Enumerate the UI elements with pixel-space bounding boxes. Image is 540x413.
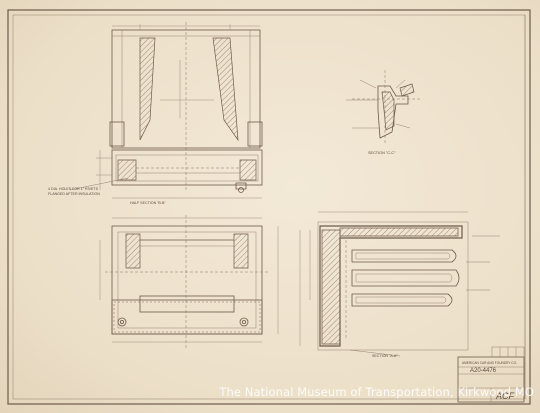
rivet-note-line-1: 4 DIA. HOLES FOR 1" RIVETS	[48, 187, 99, 191]
rivet-note-line-2: FLANGED AFTER INSULATION	[48, 192, 100, 196]
drawing-number: A20-4476	[470, 368, 497, 374]
museum-watermark: The National Museum of Transportation, K…	[219, 385, 534, 399]
title-block-company: AMERICAN CAR AND FOUNDRY CO.	[462, 361, 517, 365]
sheet-border	[7, 9, 531, 405]
section-bb-label: HALF SECTION "B-B"	[130, 201, 166, 205]
rivet-note: 4 DIA. HOLES FOR 1" RIVETS FLANGED AFTER…	[48, 187, 100, 196]
section-aa-view: SECTION "A-A"	[299, 211, 500, 358]
half-section-bb-view: HALF SECTION "B-B"	[69, 149, 263, 205]
section-aa-label: SECTION "A-A"	[372, 354, 398, 358]
acf-logo: ACF	[495, 391, 515, 401]
end-elevation-view	[109, 22, 263, 190]
section-cc-view: SECTION "C-C"	[346, 70, 420, 155]
section-cc-label: SECTION "C-C"	[368, 151, 396, 155]
plan-view	[99, 215, 279, 350]
title-block	[457, 346, 525, 403]
